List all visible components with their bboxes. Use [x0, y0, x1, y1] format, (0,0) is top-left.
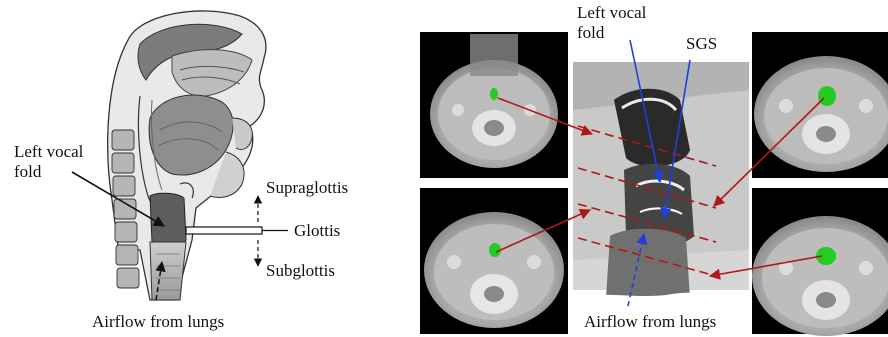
ct-slice-bottom-left: [420, 188, 568, 334]
ct-slice-bottom-right: [752, 188, 888, 336]
label-subglottis: Subglottis: [266, 261, 335, 281]
segmentation-mark: [490, 88, 498, 100]
label-glottis: Glottis: [294, 221, 340, 241]
ct-slice-top-right: [752, 32, 888, 178]
label-left-vocal-fold: Left vocal fold: [14, 142, 124, 181]
larynx: [150, 193, 186, 245]
airway-3d-rendering: [573, 62, 749, 300]
trachea: [150, 242, 186, 300]
label-right-left-vocal-fold: Left vocal fold: [577, 3, 677, 42]
label-supraglottis: Supraglottis: [266, 178, 348, 198]
label-airflow-right: Airflow from lungs: [584, 312, 716, 332]
segmentation-mark: [818, 86, 836, 106]
glottis-level-bar: [186, 227, 262, 234]
label-sgs: SGS: [686, 34, 717, 54]
label-airflow-left: Airflow from lungs: [92, 312, 224, 332]
ct-slice-top-left: [420, 32, 568, 178]
